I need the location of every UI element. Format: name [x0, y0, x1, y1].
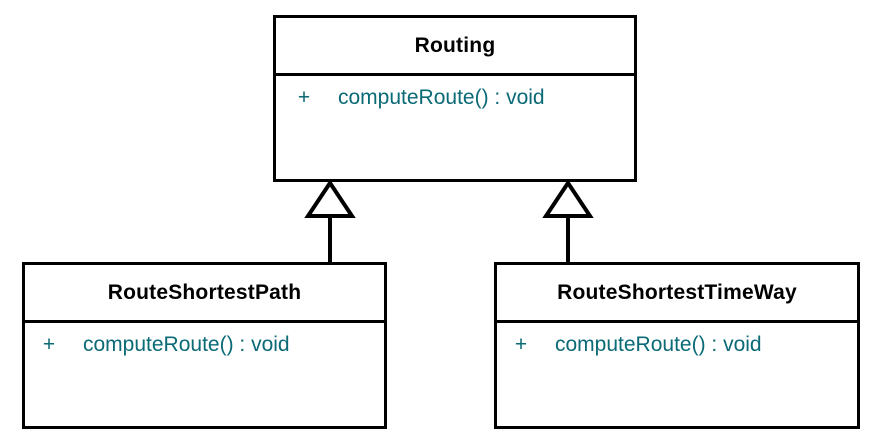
uml-class-route-shortest-time-way[interactable]: RouteShortestTimeWay + computeRoute() : …: [494, 262, 860, 429]
class-route-shortest-time-way-member-visibility: +: [514, 333, 528, 356]
generalization-left-arrowhead-icon: [304, 179, 356, 218]
class-route-shortest-path-name: RouteShortestPath: [107, 280, 302, 304]
class-routing-members: + computeRoute() : void: [276, 76, 634, 179]
class-route-shortest-time-way-title-row: RouteShortestTimeWay: [497, 265, 857, 323]
uml-class-routing[interactable]: Routing + computeRoute() : void: [273, 15, 637, 182]
generalization-right-arrowhead-icon: [542, 179, 594, 218]
class-routing-title-row: Routing: [276, 18, 634, 76]
generalization-left: [304, 179, 356, 263]
class-route-shortest-time-way-name: RouteShortestTimeWay: [557, 280, 797, 304]
class-route-shortest-path-member-row: + computeRoute() : void: [25, 333, 384, 357]
class-route-shortest-time-way-member-row: + computeRoute() : void: [497, 333, 857, 357]
class-route-shortest-time-way-member-signature: computeRoute() : void: [555, 333, 762, 356]
generalization-right: [542, 179, 594, 263]
class-routing-member-signature: computeRoute() : void: [338, 86, 545, 109]
class-route-shortest-path-member-visibility: +: [42, 333, 56, 356]
class-routing-member-row: + computeRoute() : void: [276, 86, 634, 110]
class-route-shortest-time-way-members: + computeRoute() : void: [497, 323, 857, 426]
class-route-shortest-path-title-row: RouteShortestPath: [25, 265, 384, 323]
uml-class-route-shortest-path[interactable]: RouteShortestPath + computeRoute() : voi…: [22, 262, 387, 429]
class-routing-name: Routing: [414, 33, 496, 57]
class-route-shortest-path-members: + computeRoute() : void: [25, 323, 384, 426]
class-route-shortest-path-member-signature: computeRoute() : void: [83, 333, 290, 356]
class-routing-member-visibility: +: [297, 86, 311, 109]
